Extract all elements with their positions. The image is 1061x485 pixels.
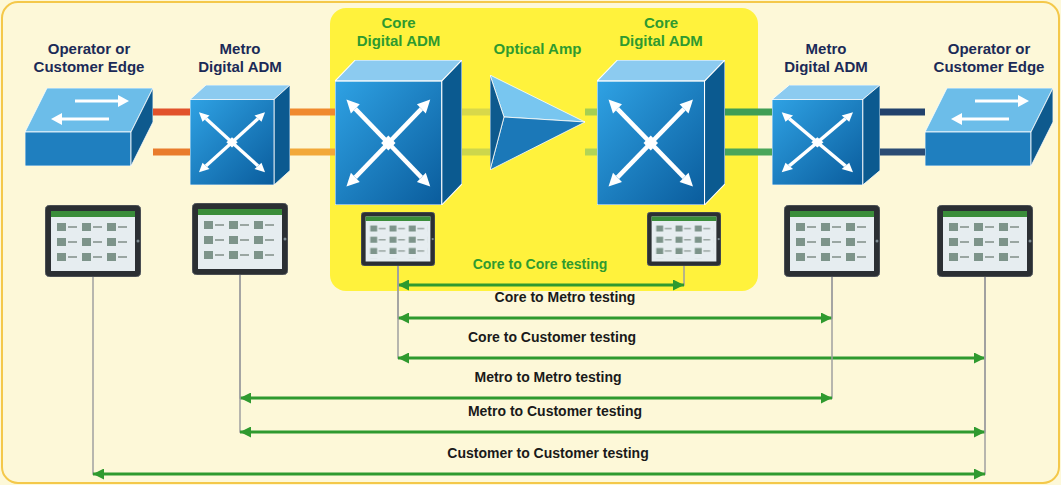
device-label: Metro Digital ADM <box>198 40 282 76</box>
drop-line <box>398 266 985 358</box>
fiber-line <box>153 149 190 156</box>
tester-icon-shape <box>784 205 880 277</box>
test-path <box>398 266 832 318</box>
tester-icon <box>647 212 721 266</box>
fiber-link <box>880 152 925 153</box>
drop-line <box>398 266 832 318</box>
fiber-line <box>462 109 490 116</box>
tester-icon-shape <box>361 212 435 266</box>
fiber-link <box>585 112 597 113</box>
test-path <box>240 275 832 398</box>
drop-line <box>240 275 832 398</box>
device-icon-shape <box>490 75 585 170</box>
test-arrow <box>398 357 985 360</box>
device-icon-shape <box>597 60 725 205</box>
device-icon <box>490 75 585 170</box>
network-device: Metro Digital ADM <box>190 40 290 275</box>
device-icon-shape <box>335 60 462 205</box>
fiber-link <box>880 112 925 113</box>
fiber-line <box>585 109 597 116</box>
fiber-line <box>290 149 335 156</box>
test-path <box>93 277 985 474</box>
tester-icon-shape <box>647 212 721 266</box>
tester-icon <box>784 205 880 277</box>
fiber-link <box>153 152 190 153</box>
fiber-line <box>153 109 190 116</box>
network-device: Metro Digital ADM <box>772 40 880 277</box>
test-label: Core to Customer testing <box>468 328 636 346</box>
device-label: Core Digital ADM <box>357 14 441 50</box>
fiber-line <box>880 109 925 116</box>
drop-line <box>93 277 985 474</box>
test-label: Metro to Metro testing <box>475 368 622 386</box>
network-device: Optical Amp <box>490 40 585 170</box>
network-device: Core Digital ADM <box>597 14 725 266</box>
drop-line <box>240 275 985 432</box>
test-label: Customer to Customer testing <box>447 444 648 462</box>
fiber-link <box>462 152 490 153</box>
device-label: Core Digital ADM <box>619 14 703 50</box>
fiber-link <box>462 112 490 113</box>
fiber-link <box>290 152 335 153</box>
device-label: Operator or Customer Edge <box>33 40 145 76</box>
tester-icon <box>192 203 288 275</box>
fiber-link <box>153 112 190 113</box>
test-path <box>240 275 985 432</box>
device-label: Operator or Customer Edge <box>933 40 1045 76</box>
tester-icon <box>361 212 435 266</box>
fiber-line <box>725 109 772 116</box>
device-icon-shape <box>25 88 153 166</box>
core-region <box>330 8 758 291</box>
test-label: Core to Metro testing <box>495 288 636 306</box>
tester-icon <box>937 205 1033 277</box>
network-device: Operator or Customer Edge <box>925 40 1053 277</box>
device-icon <box>925 88 1053 166</box>
test-arrow <box>398 284 684 287</box>
network-device: Core Digital ADM <box>335 14 462 266</box>
fiber-line <box>585 149 597 156</box>
device-icon <box>190 85 290 185</box>
fiber-link <box>290 112 335 113</box>
network-device: Operator or Customer Edge <box>25 40 153 277</box>
fiber-link <box>585 152 597 153</box>
device-icon-shape <box>190 85 290 185</box>
test-arrow <box>93 473 985 476</box>
device-icon-shape <box>925 88 1053 166</box>
device-icon <box>335 60 462 205</box>
tester-icon-shape <box>937 205 1033 277</box>
test-arrow <box>398 317 832 320</box>
device-icon <box>25 88 153 166</box>
fiber-line <box>880 149 925 156</box>
device-icon-shape <box>772 85 880 185</box>
device-label: Metro Digital ADM <box>784 40 868 76</box>
tester-icon-shape <box>192 203 288 275</box>
fiber-link <box>725 112 772 113</box>
test-label: Metro to Customer testing <box>468 402 642 420</box>
test-label: Core to Core testing <box>473 255 608 273</box>
test-arrow <box>240 397 832 400</box>
fiber-link <box>725 152 772 153</box>
test-arrow <box>240 431 985 434</box>
tester-icon-shape <box>45 205 141 277</box>
fiber-line <box>725 149 772 156</box>
fiber-line <box>462 149 490 156</box>
test-path <box>398 266 985 358</box>
tester-icon <box>45 205 141 277</box>
device-icon <box>597 60 725 205</box>
device-icon <box>772 85 880 185</box>
device-label: Optical Amp <box>494 40 582 58</box>
fiber-line <box>290 109 335 116</box>
